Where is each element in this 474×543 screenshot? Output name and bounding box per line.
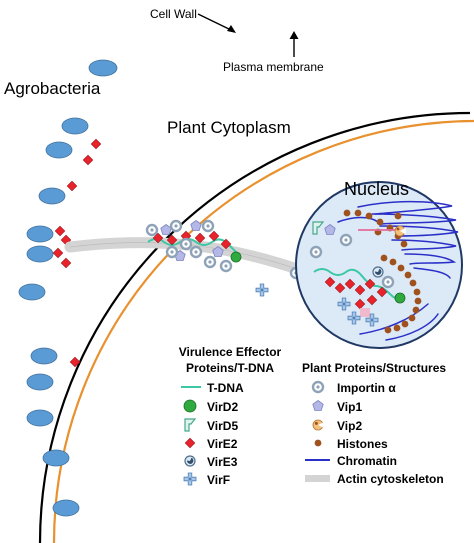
legend-item-vip1: Vip1 [337, 400, 362, 414]
tdna-complex-nucleus [313, 266, 406, 327]
bacterium [42, 449, 70, 467]
virD2-circle-icon [183, 399, 197, 413]
importin-ring-icon [311, 380, 325, 394]
bacterium [26, 373, 54, 391]
legend-item-actin: Actin cytoskeleton [337, 472, 444, 486]
virF-cross-icon [183, 472, 197, 486]
plasma-membrane-label: Plasma membrane [223, 60, 324, 74]
legend-item-tdna: T-DNA [207, 381, 244, 395]
bacterium [45, 141, 73, 159]
virE3-crescent-icon [184, 455, 196, 467]
cell-wall-arrow [197, 13, 232, 31]
plasma-membrane-arrowhead [289, 31, 299, 39]
bacterium [26, 409, 54, 427]
vip1-pentagon-icon [312, 400, 324, 411]
vip2-pacman-icon [312, 419, 324, 431]
legend-item-virD2: VirD2 [207, 400, 238, 414]
legend-virulence-title-line2: Proteins/T-DNA [186, 361, 274, 375]
bacterium [61, 117, 89, 135]
legend-item-virF: VirF [207, 473, 230, 487]
legend-virulence: Virulence Effector Proteins/T-DNA T-DNA … [179, 345, 282, 487]
legend-virulence-title-line1: Virulence Effector [179, 345, 282, 359]
bacterium [52, 499, 80, 517]
legend-item-virD5: VirD5 [207, 419, 238, 433]
bacterium [38, 187, 66, 205]
importin-in-nucleus [339, 233, 353, 247]
legend-plant: Plant Proteins/Structures Importin α Vip… [302, 361, 446, 486]
agrobacteria-cells [18, 59, 118, 517]
virF-cytoplasm [255, 283, 269, 297]
bacterium [26, 245, 54, 263]
actin-bar-icon [305, 475, 330, 482]
legend-item-importin: Importin α [337, 381, 396, 395]
legend-item-histones: Histones [337, 437, 388, 451]
cell-wall-label: Cell Wall [150, 7, 197, 21]
agrobacteria-label: Agrobacteria [4, 79, 101, 98]
vip2-in-nucleus [394, 225, 406, 237]
tdna-complex-cytoplasm [145, 219, 242, 273]
virE2-diamond-icon [184, 437, 196, 449]
histone-dot-icon [314, 439, 322, 447]
legend-item-virE3: VirE3 [207, 455, 238, 469]
actin-cytoskeleton [64, 237, 306, 276]
legend-plant-title: Plant Proteins/Structures [302, 361, 446, 375]
plant-cytoplasm-label: Plant Cytoplasm [167, 118, 291, 137]
legend-item-virE2: VirE2 [207, 437, 238, 451]
bacterium [26, 225, 54, 243]
cell-wall-arrowhead [227, 25, 236, 33]
legend-item-chromatin: Chromatin [337, 454, 397, 468]
nucleus-label: Nucleus [344, 179, 409, 199]
virD5-flag-icon [184, 418, 196, 432]
bacterium [30, 347, 58, 365]
bacterium [88, 59, 118, 77]
bacterium [18, 283, 46, 301]
importin-in-nucleus [309, 245, 323, 259]
nucleus: Nucleus [295, 179, 463, 349]
legend-item-vip2: Vip2 [337, 419, 362, 433]
